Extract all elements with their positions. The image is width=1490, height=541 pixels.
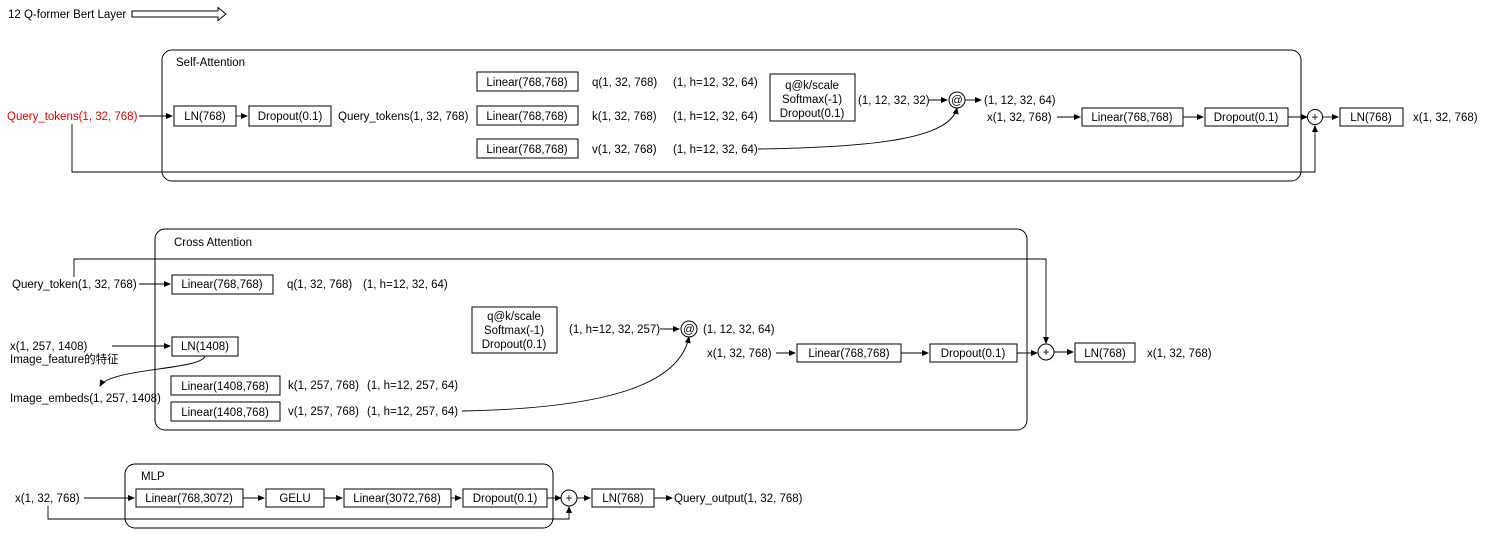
mlp-label: MLP bbox=[141, 471, 165, 483]
mlp-add-symbol: + bbox=[566, 493, 573, 505]
ca-linear-q-box bbox=[171, 274, 274, 295]
sa-linear-k-label: Linear(768,768) bbox=[486, 111, 567, 123]
diagram-title: 12 Q-former Bert Layer bbox=[8, 9, 126, 21]
mlp-group bbox=[124, 463, 554, 529]
sa-linear-out-label: Linear(768,768) bbox=[1091, 112, 1172, 124]
ca-add-symbol: + bbox=[1043, 347, 1050, 359]
sa-matmul-symbol: @ bbox=[951, 95, 963, 107]
sa-attn-box bbox=[769, 73, 856, 122]
ca-linear-q-label: Linear(768,768) bbox=[181, 279, 262, 291]
sa-linear-q-box bbox=[476, 71, 579, 92]
sa-dropout-out-label: Dropout(0.1) bbox=[1214, 112, 1279, 124]
mlp-linear2-label: Linear(3072,768) bbox=[353, 493, 441, 505]
mlp-dropout-label: Dropout(0.1) bbox=[473, 493, 538, 505]
ca-attn-box bbox=[471, 306, 558, 354]
cross-attention-label: Cross Attention bbox=[174, 237, 252, 249]
sa-v-heads: (1, h=12, 32, 64) bbox=[673, 144, 758, 156]
ca-linear-v-box bbox=[170, 401, 281, 422]
ca-dropout-out-label: Dropout(0.1) bbox=[941, 348, 1006, 360]
ca-image-note: Image_feature的特征 bbox=[10, 352, 119, 366]
ca-v-shape: v(1, 257, 768) bbox=[288, 406, 359, 418]
sa-v-shape: v(1, 32, 768) bbox=[592, 144, 657, 156]
sa-add-symbol: + bbox=[1312, 112, 1319, 124]
title-arrow-icon bbox=[131, 6, 227, 22]
sa-attn-line-1: q@k/scale bbox=[785, 80, 839, 92]
self-attention-label: Self-Attention bbox=[176, 57, 245, 69]
sa-attn-line-2: Softmax(-1) bbox=[782, 94, 842, 106]
ca-linear-k-box bbox=[170, 375, 281, 396]
sa-mid-text: Query_tokens(1, 32, 768) bbox=[338, 111, 469, 123]
ca-ln-out-label: LN(768) bbox=[1084, 348, 1126, 360]
ca-attn-line-2: Softmax(-1) bbox=[484, 325, 544, 337]
sa-linear-v-box bbox=[476, 138, 579, 159]
sa-add-node bbox=[1307, 109, 1323, 125]
ca-v-heads: (1, h=12, 257, 64) bbox=[367, 406, 458, 418]
sa-input-label: Query_tokens(1, 32, 768) bbox=[7, 111, 138, 123]
sa-k-heads: (1, h=12, 32, 64) bbox=[673, 111, 758, 123]
ca-q-shape: q(1, 32, 768) bbox=[287, 279, 352, 291]
sa-dropout-in-label: Dropout(0.1) bbox=[258, 111, 323, 123]
ca-attn-line-1: q@k/scale bbox=[487, 311, 541, 323]
sa-attn-line-3: Dropout(0.1) bbox=[780, 108, 845, 120]
ca-matmul-out: (1, 12, 32, 64) bbox=[703, 324, 775, 336]
mlp-ln-label: LN(768) bbox=[602, 493, 644, 505]
cross-attention-group bbox=[154, 228, 1028, 431]
ca-attn-shape: (1, h=12, 32, 257) bbox=[569, 324, 660, 336]
sa-q-heads: (1, h=12, 32, 64) bbox=[673, 77, 758, 89]
sa-linear-k-box bbox=[476, 105, 579, 126]
mlp-input: x(1, 32, 768) bbox=[15, 493, 80, 505]
sa-q-shape: q(1, 32, 768) bbox=[592, 77, 657, 89]
ca-attn-line-3: Dropout(0.1) bbox=[482, 339, 547, 351]
ca-matmul-symbol: @ bbox=[683, 324, 695, 336]
sa-x-shape: x(1, 32, 768) bbox=[987, 112, 1052, 124]
ca-k-shape: k(1, 257, 768) bbox=[288, 380, 359, 392]
ca-k-heads: (1, h=12, 257, 64) bbox=[367, 380, 458, 392]
ca-ln-out-box bbox=[1074, 342, 1136, 363]
sa-matmul-out: (1, 12, 32, 64) bbox=[984, 95, 1056, 107]
sa-linear-v-label: Linear(768,768) bbox=[486, 144, 567, 156]
sa-output-label: x(1, 32, 768) bbox=[1413, 112, 1478, 124]
mlp-linear1-label: Linear(768,3072) bbox=[145, 493, 233, 505]
sa-ln-label: LN(768) bbox=[184, 111, 226, 123]
sa-ln-out-box bbox=[1339, 107, 1404, 127]
sa-linear-q-label: Linear(768,768) bbox=[486, 77, 567, 89]
ca-image-input: x(1, 257, 1408) bbox=[10, 341, 88, 353]
ca-linear-k-label: Linear(1408,768) bbox=[181, 381, 269, 393]
ca-output-label: x(1, 32, 768) bbox=[1147, 348, 1212, 360]
mlp-gelu-label: GELU bbox=[279, 493, 310, 505]
ca-linear-v-label: Linear(1408,768) bbox=[181, 407, 269, 419]
sa-ln-out-label: LN(768) bbox=[1350, 112, 1392, 124]
ca-x-shape: x(1, 32, 768) bbox=[707, 348, 772, 360]
ca-query-input: Query_token(1, 32, 768) bbox=[12, 279, 137, 291]
sa-k-shape: k(1, 32, 768) bbox=[592, 111, 657, 123]
sa-dropout-in-box bbox=[248, 105, 332, 127]
ca-ln-label: LN(1408) bbox=[181, 341, 229, 353]
mlp-output-label: Query_output(1, 32, 768) bbox=[674, 493, 803, 505]
ca-linear-out-label: Linear(768,768) bbox=[808, 348, 889, 360]
ca-image-embeds: Image_embeds(1, 257, 1408) bbox=[10, 393, 161, 405]
ca-q-heads: (1, h=12, 32, 64) bbox=[363, 279, 448, 291]
sa-attn-shape: (1, 12, 32, 32) bbox=[858, 95, 930, 107]
